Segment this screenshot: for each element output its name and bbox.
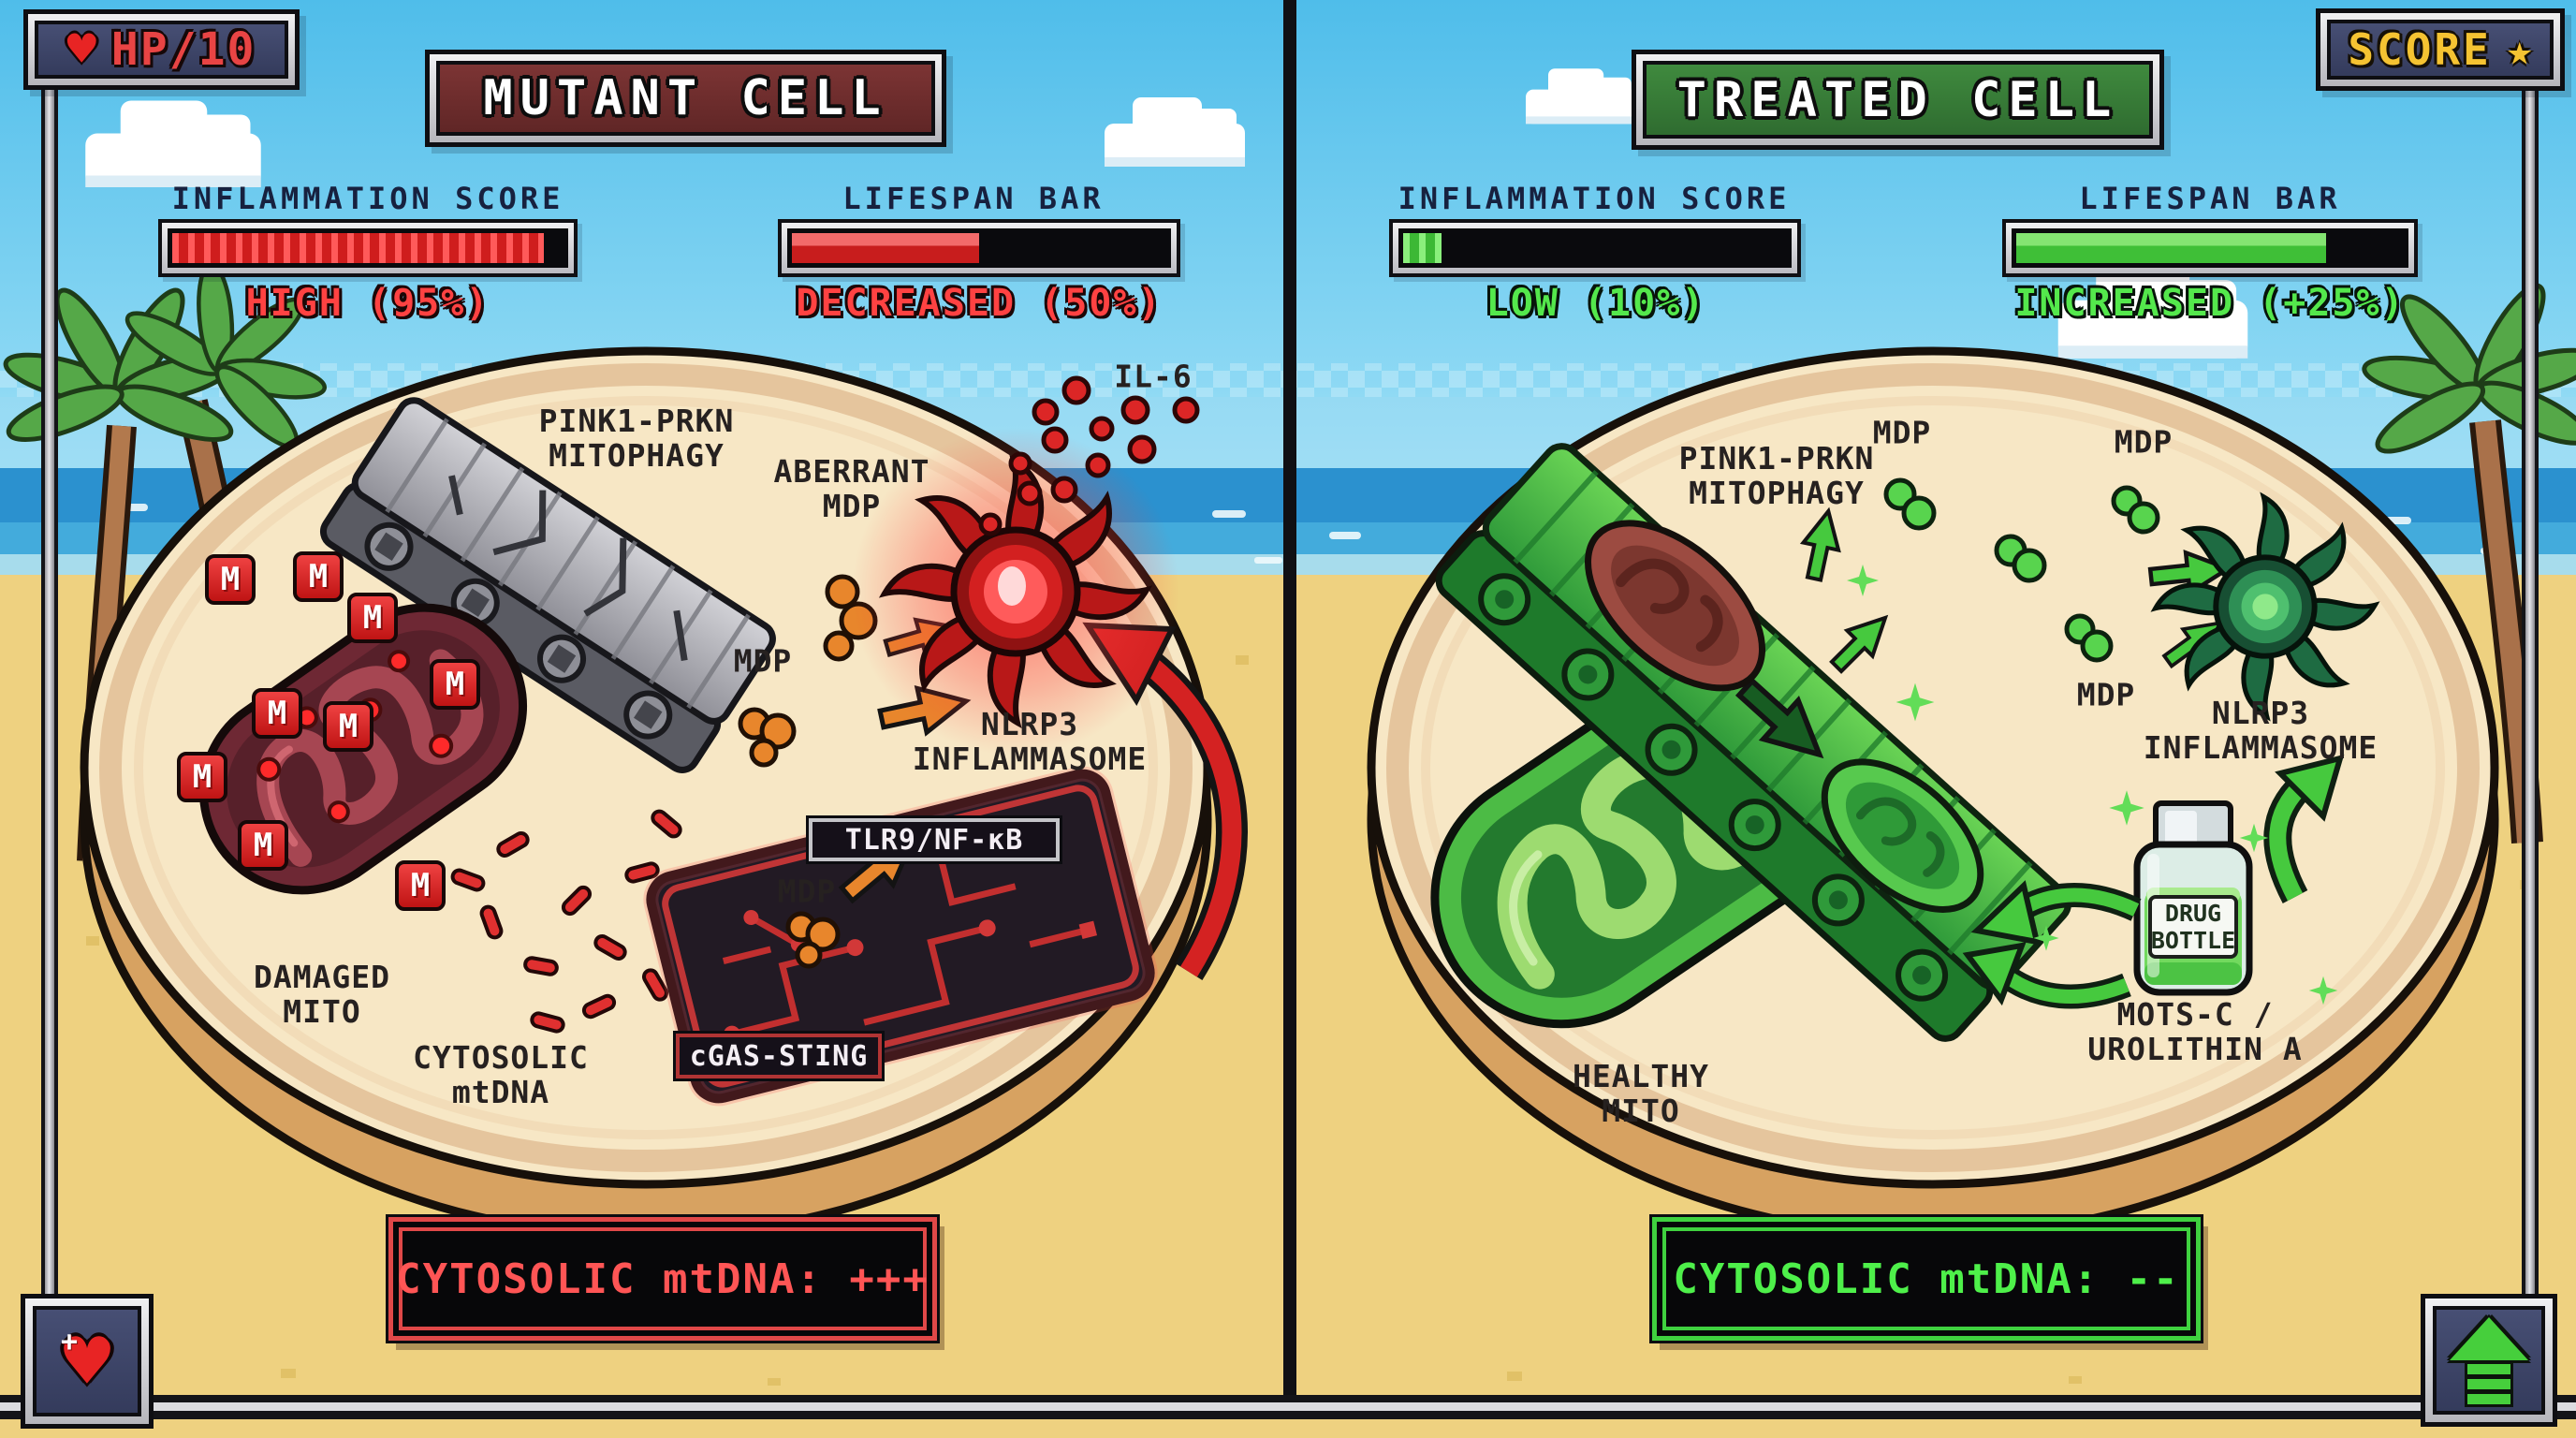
mtdna-fragments bbox=[450, 809, 710, 1034]
right-inflammation-bar bbox=[1389, 219, 1801, 277]
tlr9-nfkb-label: TLR9/NF-κB bbox=[844, 823, 1024, 857]
mdp-label-2: MDP bbox=[2114, 423, 2174, 461]
mdp-label-3: MDP bbox=[2076, 676, 2136, 713]
right-nlrp3-label: NLRP3 INFLAMMASOME bbox=[2143, 695, 2378, 766]
treated-cell-title: TREATED CELL bbox=[1676, 71, 2119, 128]
ubiquitin-m-tag: M bbox=[395, 860, 446, 911]
right-inflammation-label: INFLAMMATION SCORE bbox=[1398, 181, 1791, 216]
score-badge: SCORE ★ bbox=[2316, 8, 2565, 91]
right-lifespan-fill bbox=[2016, 233, 2327, 263]
left-lifespan-fill bbox=[792, 233, 979, 263]
ubiquitin-m-tag: M bbox=[252, 688, 302, 739]
mdp-label-a: MDP bbox=[733, 642, 793, 680]
left-signpost-pole bbox=[41, 84, 58, 1397]
il6-dots bbox=[978, 375, 1200, 536]
left-lifespan-label: LIFESPAN BAR bbox=[842, 181, 1105, 216]
ubiquitin-m-tag: M bbox=[293, 551, 344, 602]
right-mtdna-banner: CYTOSOLIC mtDNA: -- bbox=[1649, 1214, 2203, 1343]
right-mitophagy-label: PINK1-PRKN MITOPHAGY bbox=[1678, 440, 1875, 511]
ubiquitin-m-tag: M bbox=[238, 820, 288, 871]
mutant-cell-title: MUTANT CELL bbox=[483, 70, 888, 126]
left-mtdna-banner: CYTOSOLIC mtDNA: +++ bbox=[386, 1214, 940, 1343]
bottom-rail bbox=[0, 1395, 2576, 1419]
right-inflammation-fill bbox=[1403, 233, 1442, 263]
mutant-cell-title-sign: MUTANT CELL bbox=[425, 50, 946, 147]
drug-name-label: MOTS-C / UROLITHIN A bbox=[2087, 996, 2303, 1067]
cgas-sting-chip: cGAS-STING bbox=[676, 1034, 882, 1078]
hp-label: HP/10 bbox=[110, 23, 256, 76]
panel-divider bbox=[1283, 0, 1296, 1409]
cytosolic-mtdna-label: CYTOSOLIC mtDNA bbox=[413, 1039, 589, 1110]
ubiquitin-m-tag: M bbox=[177, 752, 227, 802]
heart-plus-icon: ♥ bbox=[63, 1315, 111, 1407]
score-label: SCORE bbox=[2348, 24, 2492, 75]
ubiquitin-m-tag: M bbox=[205, 554, 256, 605]
mdp-blobs bbox=[1883, 477, 2160, 663]
treated-cell-graphic bbox=[1367, 346, 2499, 1240]
left-lifespan-status: DECREASED (50%) bbox=[796, 282, 1163, 325]
ubiquitin-m-tag: M bbox=[430, 659, 480, 710]
nlrp3-inflammasome-active bbox=[852, 428, 1179, 756]
levelup-corner-badge bbox=[2421, 1294, 2557, 1427]
mdp-label-1: MDP bbox=[1872, 414, 1932, 451]
right-lifespan-status: INCREASED (+25%) bbox=[2014, 282, 2406, 325]
mutant-cell-graphic bbox=[80, 346, 1248, 1240]
right-lifespan-label: LIFESPAN BAR bbox=[2079, 181, 2341, 216]
left-inflammation-fill bbox=[172, 233, 545, 263]
left-mitophagy-label: PINK1-PRKN MITOPHAGY bbox=[538, 403, 735, 474]
left-inflammation-status: HIGH (95%) bbox=[245, 282, 490, 325]
broken-mitophagy-conveyor bbox=[319, 397, 776, 773]
right-lifespan-bar bbox=[2002, 219, 2418, 277]
il6-label: IL-6 bbox=[1114, 358, 1193, 395]
damaged-mito-label: DAMAGED MITO bbox=[253, 959, 391, 1030]
right-signpost-pole bbox=[2522, 88, 2539, 1397]
hp-badge: ♥ HP/10 bbox=[23, 9, 300, 90]
treated-cell-title-sign: TREATED CELL bbox=[1632, 50, 2164, 150]
heart-icon: ♥ bbox=[66, 22, 96, 78]
left-lifespan-bar bbox=[778, 219, 1180, 277]
left-inflammation-label: INFLAMMATION SCORE bbox=[171, 181, 564, 216]
drug-bottle-label: DRUG BOTTLE bbox=[2150, 900, 2236, 954]
star-icon: ★ bbox=[2506, 24, 2533, 75]
aberrant-mdp-label: ABERRANT MDP bbox=[773, 453, 930, 524]
left-mtdna-banner-text: CYTOSOLIC mtDNA: +++ bbox=[396, 1227, 928, 1330]
mdp-label-b: MDP bbox=[777, 873, 837, 910]
level-up-arrow-icon bbox=[2447, 1317, 2531, 1404]
ubiquitin-m-tag: M bbox=[323, 701, 373, 752]
tlr9-nfkb-chip: TLR9/NF-κB bbox=[809, 818, 1060, 861]
healthy-mito-label: HEALTHY MITO bbox=[1572, 1058, 1710, 1129]
left-nlrp3-label: NLRP3 INFLAMMASOME bbox=[912, 706, 1148, 777]
right-inflammation-status: LOW (10%) bbox=[1486, 282, 1706, 325]
nlrp3-inflammasome-dormant bbox=[2150, 492, 2380, 722]
left-inflammation-bar bbox=[158, 219, 578, 277]
cgas-sting-label: cGAS-STING bbox=[689, 1039, 869, 1073]
health-corner-badge: ♥ + bbox=[21, 1294, 154, 1429]
ubiquitin-m-tag: M bbox=[347, 593, 398, 643]
drug-bottle-graphic bbox=[2133, 800, 2253, 996]
plus-icon: + bbox=[61, 1326, 79, 1358]
mitophagy-conveyor bbox=[1435, 443, 2071, 1042]
right-mtdna-banner-text: CYTOSOLIC mtDNA: -- bbox=[1662, 1227, 2190, 1330]
